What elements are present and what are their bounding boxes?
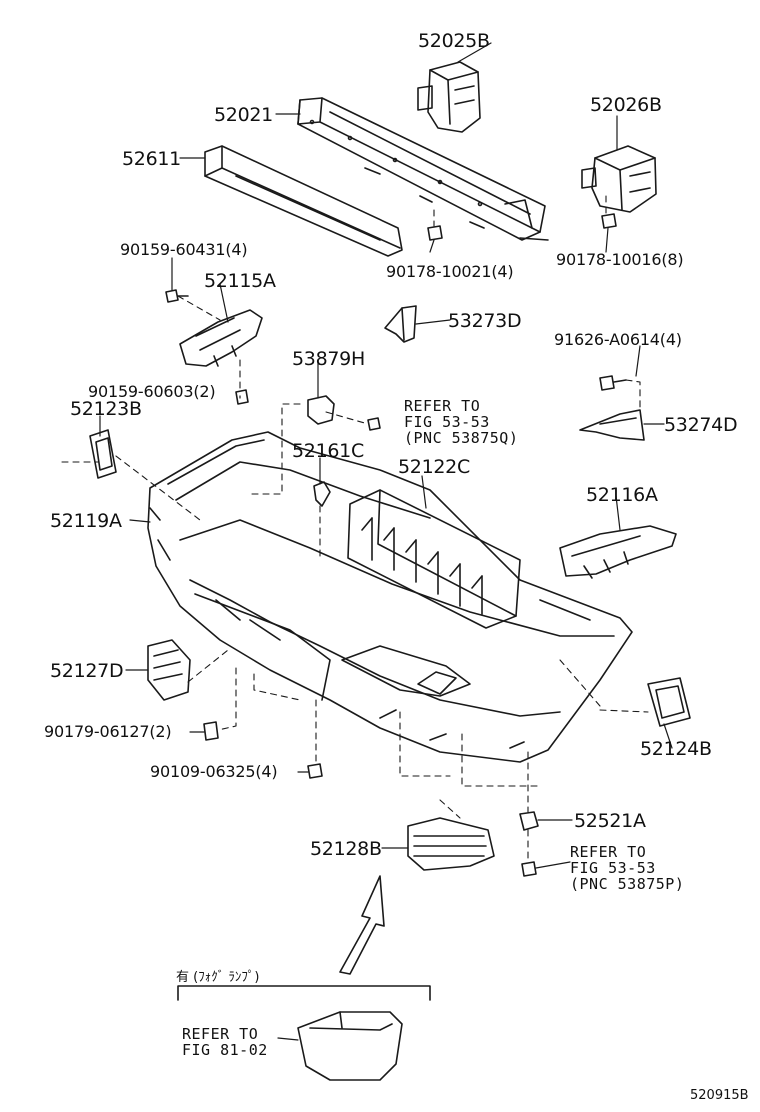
cover-52124b-drawing xyxy=(647,677,691,727)
screw-refer2-drawing xyxy=(521,861,537,877)
bolt-90159-60603-drawing xyxy=(235,389,249,405)
reference-line: REFER TO xyxy=(404,397,481,415)
label-52127d: 52127D xyxy=(50,660,124,682)
grille-52122c-drawing xyxy=(347,489,521,629)
label-52123b: 52123B xyxy=(70,398,142,420)
label-52115a: 52115A xyxy=(204,270,276,292)
label-53273d: 53273D xyxy=(448,310,522,332)
clip-53879h-drawing xyxy=(307,395,335,425)
label-52116a: 52116A xyxy=(586,484,658,506)
label-52128b: 52128B xyxy=(310,838,382,860)
absorber-52611-drawing xyxy=(204,145,403,257)
label-90179-06127: 90179-06127(2) xyxy=(44,722,172,741)
bracket-52025b-drawing xyxy=(417,61,481,133)
leader-lines xyxy=(99,42,673,1041)
reinforcement-52021-drawing xyxy=(297,97,549,241)
screw-refer-drawing xyxy=(367,417,381,431)
figure-code: 520915B xyxy=(690,1088,749,1103)
option-arrow xyxy=(339,875,385,975)
reference-line: (PNC 53875Q) xyxy=(404,429,519,447)
label-52026b: 52026B xyxy=(590,94,662,116)
lower-grille-52128b-drawing xyxy=(407,817,495,871)
option-note: 有 (ﾌｫｸﾞ ﾗﾝﾌﾟ) xyxy=(176,970,260,985)
bracket-52026b-drawing xyxy=(581,145,657,213)
nut-52521a-drawing xyxy=(519,811,539,831)
reference-line: FIG 53-53 xyxy=(404,413,490,431)
bolt-91626-a0614-drawing xyxy=(599,375,627,391)
label-90178-10021: 90178-10021(4) xyxy=(386,262,514,281)
label-52124b: 52124B xyxy=(640,738,712,760)
label-90159-60603: 90159-60603(2) xyxy=(88,382,216,401)
label-52521a: 52521A xyxy=(574,810,646,832)
option-bracket xyxy=(177,985,431,1001)
reference-line: REFER TO xyxy=(570,843,647,861)
reference-line: FIG 81-02 xyxy=(182,1041,268,1059)
reference-fig-53-53-q: REFER TO FIG 53-53 (PNC 53875Q) xyxy=(404,398,518,446)
clip-53273d-drawing xyxy=(384,305,417,343)
label-52611: 52611 xyxy=(122,148,181,170)
label-52119a: 52119A xyxy=(50,510,122,532)
bolt-90159-60431-drawing xyxy=(165,289,189,303)
clip-52161c-drawing xyxy=(313,481,331,507)
clip-90179-06127-drawing xyxy=(203,721,219,741)
fog-lamp-drawing xyxy=(297,1011,403,1081)
retainer-52116a-drawing xyxy=(559,525,677,579)
label-52161c: 52161C xyxy=(292,440,364,462)
label-53274d: 53274D xyxy=(664,414,738,436)
cover-52123b-drawing xyxy=(89,429,117,479)
reference-fig-53-53-p: REFER TO FIG 53-53 (PNC 53875P) xyxy=(570,844,684,892)
reference-line: FIG 53-53 xyxy=(570,859,656,877)
nut-90178-10021-drawing xyxy=(427,225,443,241)
reference-fig-81-02: REFER TO FIG 81-02 xyxy=(182,1026,268,1058)
bumper-cover-52119a-drawing xyxy=(147,431,633,763)
assembly-lines xyxy=(61,195,649,863)
fog-grille-52127d-drawing xyxy=(147,639,191,701)
label-53879h: 53879H xyxy=(292,348,365,370)
bolt-90109-06325-drawing xyxy=(307,763,323,779)
label-52021: 52021 xyxy=(214,104,273,126)
label-90178-10016: 90178-10016(8) xyxy=(556,250,684,269)
label-52122c: 52122C xyxy=(398,456,470,478)
label-91626-a0614: 91626-A0614(4) xyxy=(554,330,682,349)
reference-line: REFER TO xyxy=(182,1025,259,1043)
nut-90178-10016-drawing xyxy=(601,213,617,229)
bracket-53274d-drawing xyxy=(579,409,645,441)
label-52025b: 52025B xyxy=(418,30,490,52)
retainer-52115a-drawing xyxy=(179,309,263,367)
reference-line: (PNC 53875P) xyxy=(570,875,685,893)
label-90109-06325: 90109-06325(4) xyxy=(150,762,278,781)
label-90159-60431: 90159-60431(4) xyxy=(120,240,248,259)
